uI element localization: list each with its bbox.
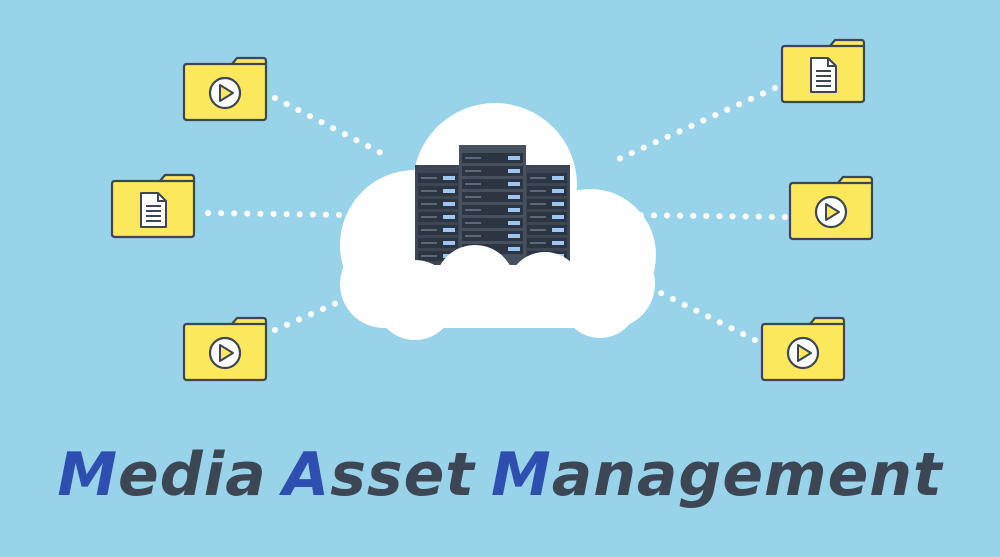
server-rack-icon [415, 145, 570, 265]
connector-right-top [609, 85, 778, 165]
play-icon [814, 195, 848, 229]
cloud-foreground-puffs [375, 245, 638, 340]
connector-left-middle [205, 210, 348, 218]
connector-right-bottom [652, 287, 758, 343]
folder-right-4 [780, 38, 866, 104]
title-word-management: Management [491, 440, 943, 510]
folder-left-1 [182, 56, 268, 122]
play-icon [786, 336, 820, 370]
folder-left-2 [110, 173, 196, 239]
document-icon [140, 192, 167, 228]
folder-right-6 [760, 316, 846, 382]
play-icon [208, 336, 242, 370]
document-icon [810, 57, 837, 93]
title-word-media: Media [57, 440, 267, 510]
connector-left-top [272, 95, 388, 158]
title-word-asset: Asset [282, 440, 475, 510]
folder-left-3 [182, 316, 268, 382]
play-icon [208, 76, 242, 110]
connector-left-bottom [272, 295, 351, 333]
connectors [205, 85, 788, 343]
connector-right-middle [622, 212, 788, 220]
folder-right-5 [788, 175, 874, 241]
